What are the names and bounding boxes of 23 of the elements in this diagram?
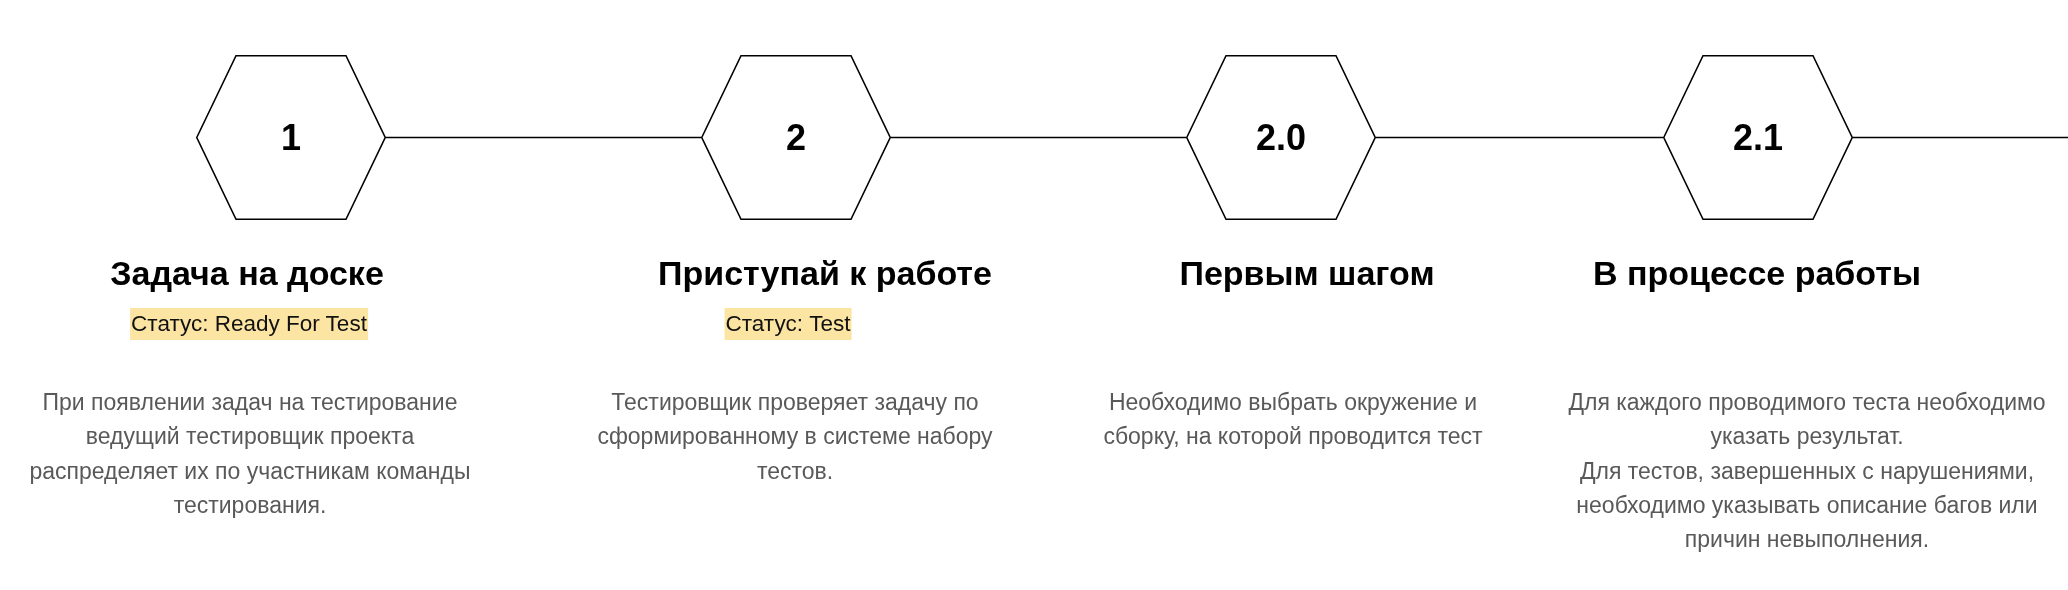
status-label: Статус: Test [724,308,852,340]
status-label: Статус: Ready For Test [130,308,368,340]
connector-line [1375,136,1664,139]
step-number: 1 [281,116,301,159]
step-description: Для тестов, завершенных с нарушениями, необходимо указывать описание багов или причин невыполнения. [1575,456,2039,555]
step-title: В процессе работы [1593,253,1921,294]
step-description: Для каждого проводимого теста необходимо указать результат. [1567,388,2047,452]
step-title: Задача на доске [110,253,384,294]
connector-line [385,136,702,139]
hexagon-node [1186,55,1376,220]
hexagon-node [1663,55,1853,220]
hexagon-node [196,55,386,220]
connector-line [890,136,1187,139]
step-number: 2 [786,116,806,159]
step-description: Тестировщик проверяет задачу по сформированному в системе набору тестов. [596,388,994,486]
step-description: При появлении задач на тестирование ведущий тестировщик проекта распределяет их по участникам команды тестирования. [28,388,472,520]
hexagon-node [701,55,891,220]
step-number: 2.0 [1255,116,1306,159]
step-number: 2.1 [1732,116,1783,159]
step-title: Первым шагом [1179,253,1435,294]
connector-line [1852,136,2068,139]
step-description: Необходимо выбрать окружение и сборку, на которой проводится тест [1102,388,1484,452]
step-title: Приступай к работе [658,253,992,294]
